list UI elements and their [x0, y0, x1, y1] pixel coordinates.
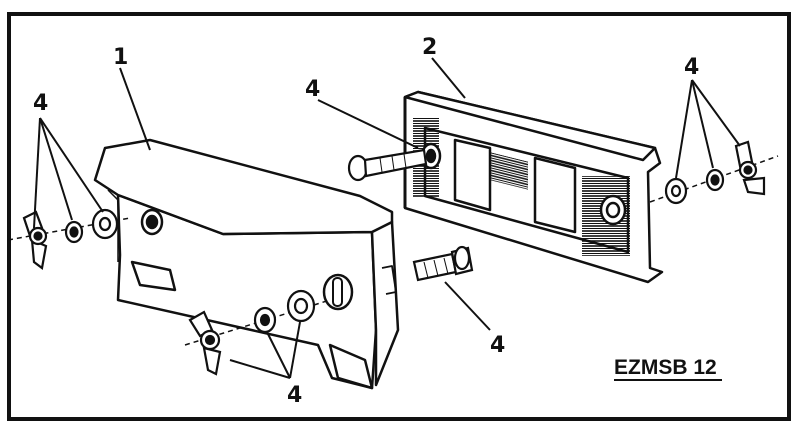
callout-hardware-bottom: 4	[287, 383, 302, 408]
callout-hardware-right: 4	[684, 55, 699, 80]
bolt-top	[347, 148, 428, 182]
bolt-bottom	[412, 245, 474, 282]
figure-code-label: EZMSB 12	[614, 356, 717, 379]
callout-hardware-left: 4	[33, 91, 48, 116]
diagram-border	[7, 12, 791, 421]
leader-lines	[33, 57, 741, 379]
jaw-pad-part-2	[403, 90, 664, 284]
callout-part-2: 2	[422, 35, 437, 60]
jaw-pad-part-1	[93, 138, 400, 390]
fastener-set-bottom	[184, 289, 331, 376]
callout-hardware-bottom-right: 4	[490, 333, 505, 358]
callout-hardware-top: 4	[305, 77, 320, 102]
fastener-set-right	[649, 140, 779, 205]
fastener-set-left	[7, 208, 131, 270]
callout-part-1: 1	[113, 45, 128, 70]
